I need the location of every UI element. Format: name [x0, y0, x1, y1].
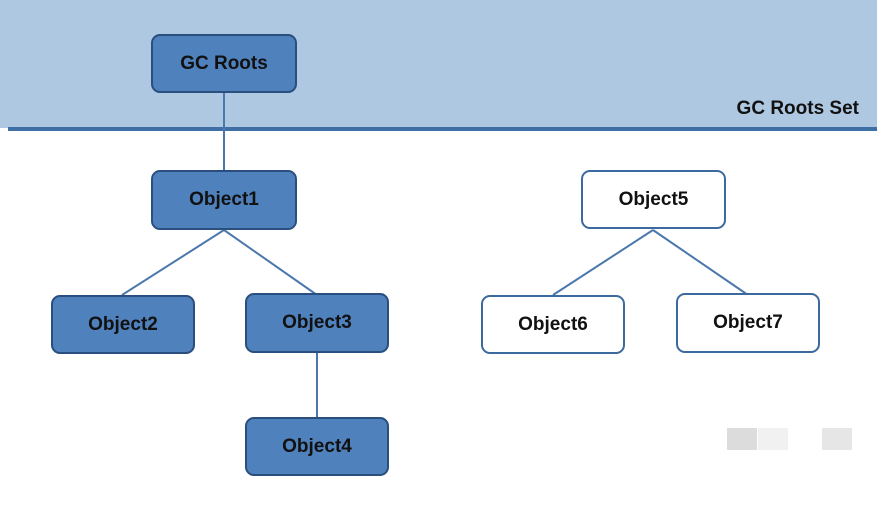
edge-object1-object3: [223, 229, 318, 296]
gc-roots-set-label: GC Roots Set: [736, 98, 859, 119]
watermark-block: [727, 428, 757, 450]
node-object1: Object1: [151, 170, 297, 230]
node-object7: Object7: [676, 293, 820, 353]
node-object4: Object4: [245, 417, 389, 476]
node-object6: Object6: [481, 295, 625, 354]
watermark-block: [822, 428, 852, 450]
gc-roots-set-divider: [8, 127, 877, 131]
gc-roots-set-band: [0, 0, 877, 128]
node-object3: Object3: [245, 293, 389, 353]
node-gc-roots: GC Roots: [151, 34, 297, 93]
edge-object1-object2: [121, 229, 225, 296]
watermark-block: [758, 428, 788, 450]
edge-object5-object7: [652, 229, 749, 296]
node-object5: Object5: [581, 170, 726, 229]
node-object2: Object2: [51, 295, 195, 354]
edge-object5-object6: [552, 229, 654, 296]
